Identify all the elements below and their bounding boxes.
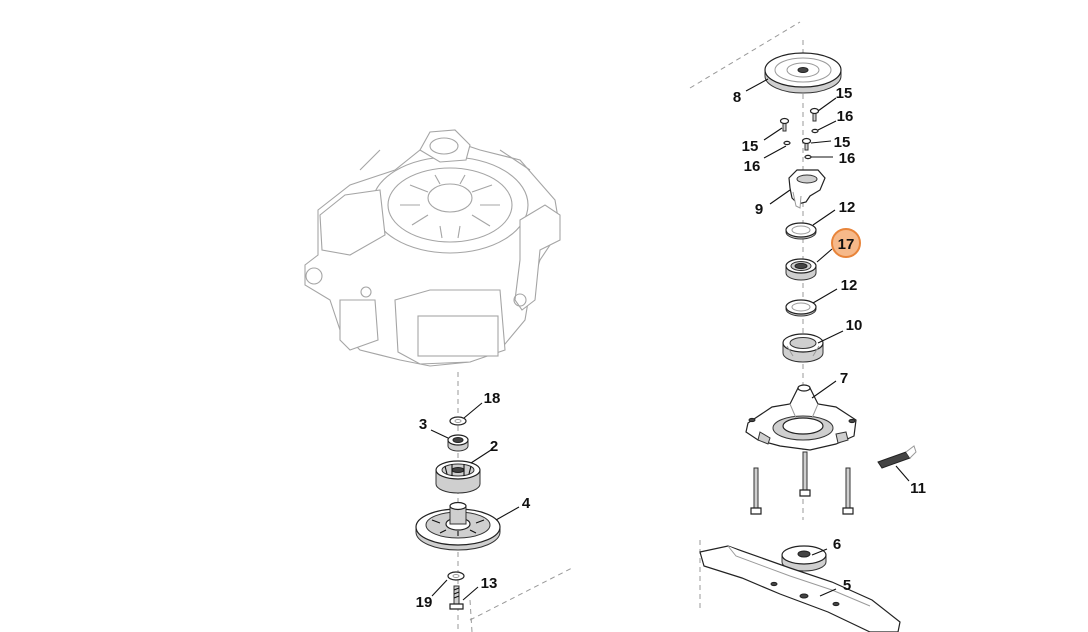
part-6-hub: [781, 545, 827, 572]
callout-4: 4: [522, 495, 531, 512]
callout-16-a: 16: [837, 108, 854, 125]
part-11-clip: [877, 445, 917, 469]
part-2-pulley: [435, 460, 481, 494]
part-16-washer-b: [783, 140, 791, 146]
engine-illustration: [304, 129, 561, 367]
part-12-seal-upper: [785, 222, 817, 240]
callout-16-b: 16: [744, 158, 761, 175]
callout-5: 5: [843, 577, 851, 594]
part-15-screw-b: [779, 117, 790, 132]
callout-19: 19: [416, 594, 433, 611]
callout-15-a: 15: [836, 85, 853, 102]
callout-3: 3: [419, 416, 427, 433]
callout-11: 11: [910, 480, 926, 497]
part-15-screw-a: [809, 107, 820, 122]
callout-7: 7: [840, 370, 848, 387]
callout-13: 13: [481, 575, 498, 592]
part-13-bolt: [449, 585, 464, 610]
callout-9: 9: [755, 201, 763, 218]
housing-bolts: [750, 451, 854, 515]
callout-12-upper: 12: [839, 199, 856, 216]
part-9-bracket: [788, 169, 826, 209]
callout-18: 18: [484, 390, 501, 407]
highlight-marker-17: [831, 228, 861, 258]
part-15-screw-c: [801, 137, 812, 151]
part-5-blade: [699, 545, 901, 632]
part-7-spindle-housing: [745, 384, 857, 451]
part-8-cover: [764, 52, 842, 94]
part-19-washer: [447, 571, 465, 581]
callout-2: 2: [490, 438, 498, 455]
callout-6: 6: [833, 536, 841, 553]
part-17-bearing: [785, 258, 817, 281]
callout-8: 8: [733, 89, 741, 106]
leader-lines: [430, 78, 910, 601]
callout-labels: 2 3 4 5 6 7 8 9 10 11 12 12 13 15 15 15 …: [416, 85, 926, 611]
callout-16-c: 16: [839, 150, 856, 167]
part-12-seal-lower: [785, 299, 817, 317]
callout-15-b: 15: [742, 138, 759, 155]
callout-17: 17: [838, 236, 855, 253]
part-10-housing: [782, 333, 824, 363]
callout-12-lower: 12: [841, 277, 858, 294]
callout-15-c: 15: [834, 134, 851, 151]
part-16-washer-c: [804, 154, 812, 160]
part-3-spacer: [447, 434, 469, 452]
part-4-blade-disc: [415, 501, 501, 551]
callout-10: 10: [846, 317, 863, 334]
part-18-washer: [449, 416, 467, 426]
part-16-washer-a: [811, 128, 819, 134]
